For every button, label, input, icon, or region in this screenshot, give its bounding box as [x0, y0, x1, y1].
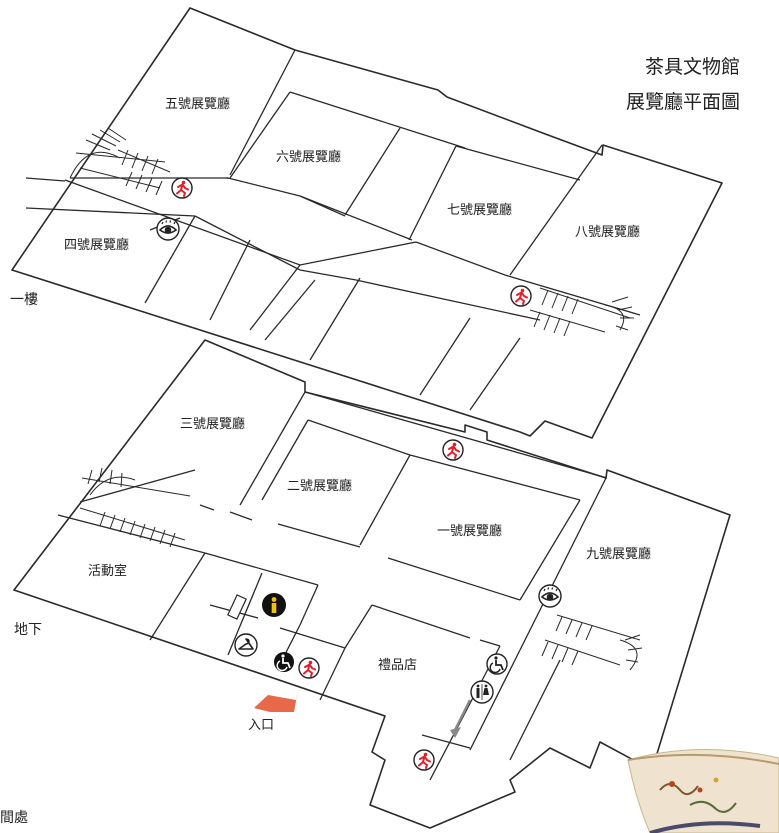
accessibility-icon	[486, 653, 508, 675]
cropped-caption: 間處	[0, 809, 28, 825]
gallery-2-label: 二號展覽廳	[287, 478, 352, 493]
emergency-exit-icon	[510, 285, 532, 307]
cloakroom-icon	[234, 633, 258, 657]
gallery-9-label: 九號展覽廳	[586, 546, 651, 561]
accessibility-icon	[274, 652, 294, 672]
upper-floor-plan: 五號展覽廳 六號展覽廳 七號展覽廳 八號展覽廳 四號展覽廳	[11, 7, 723, 439]
information-icon	[262, 593, 286, 617]
toilet-icon	[470, 680, 494, 704]
entrance-label: 入口	[248, 717, 274, 732]
entrance-arrow-icon	[254, 690, 298, 712]
floor-label-basement: 地下	[14, 621, 42, 637]
gallery-7-label: 七號展覽廳	[447, 202, 512, 217]
gallery-5-label: 五號展覽廳	[165, 96, 230, 111]
floor-label-ground: 一樓	[10, 291, 38, 307]
map-title-line1: 茶具文物館	[645, 56, 740, 78]
emergency-exit-icon	[298, 657, 320, 679]
gallery-6-label: 六號展覽廳	[276, 149, 341, 164]
gallery-8-label: 八號展覽廳	[575, 224, 640, 239]
teacup-photo	[627, 748, 779, 833]
viewing-point-icon	[156, 217, 180, 241]
emergency-exit-icon	[442, 439, 464, 461]
gallery-4-label: 四號展覽廳	[64, 237, 129, 252]
activity-room-label: 活動室	[88, 563, 127, 578]
map-title-line2: 展覽廳平面圖	[626, 91, 740, 113]
lower-floor-plan: 三號展覽廳 二號展覽廳 一號展覽廳 九號展覽廳 活動室 禮品店	[13, 339, 731, 829]
emergency-exit-icon	[413, 749, 435, 771]
gallery-1-label: 一號展覽廳	[437, 523, 502, 538]
viewing-point-icon	[538, 584, 562, 608]
gift-shop-label: 禮品店	[378, 657, 417, 672]
emergency-exit-icon	[171, 177, 193, 199]
gallery-3-label: 三號展覽廳	[180, 416, 245, 431]
